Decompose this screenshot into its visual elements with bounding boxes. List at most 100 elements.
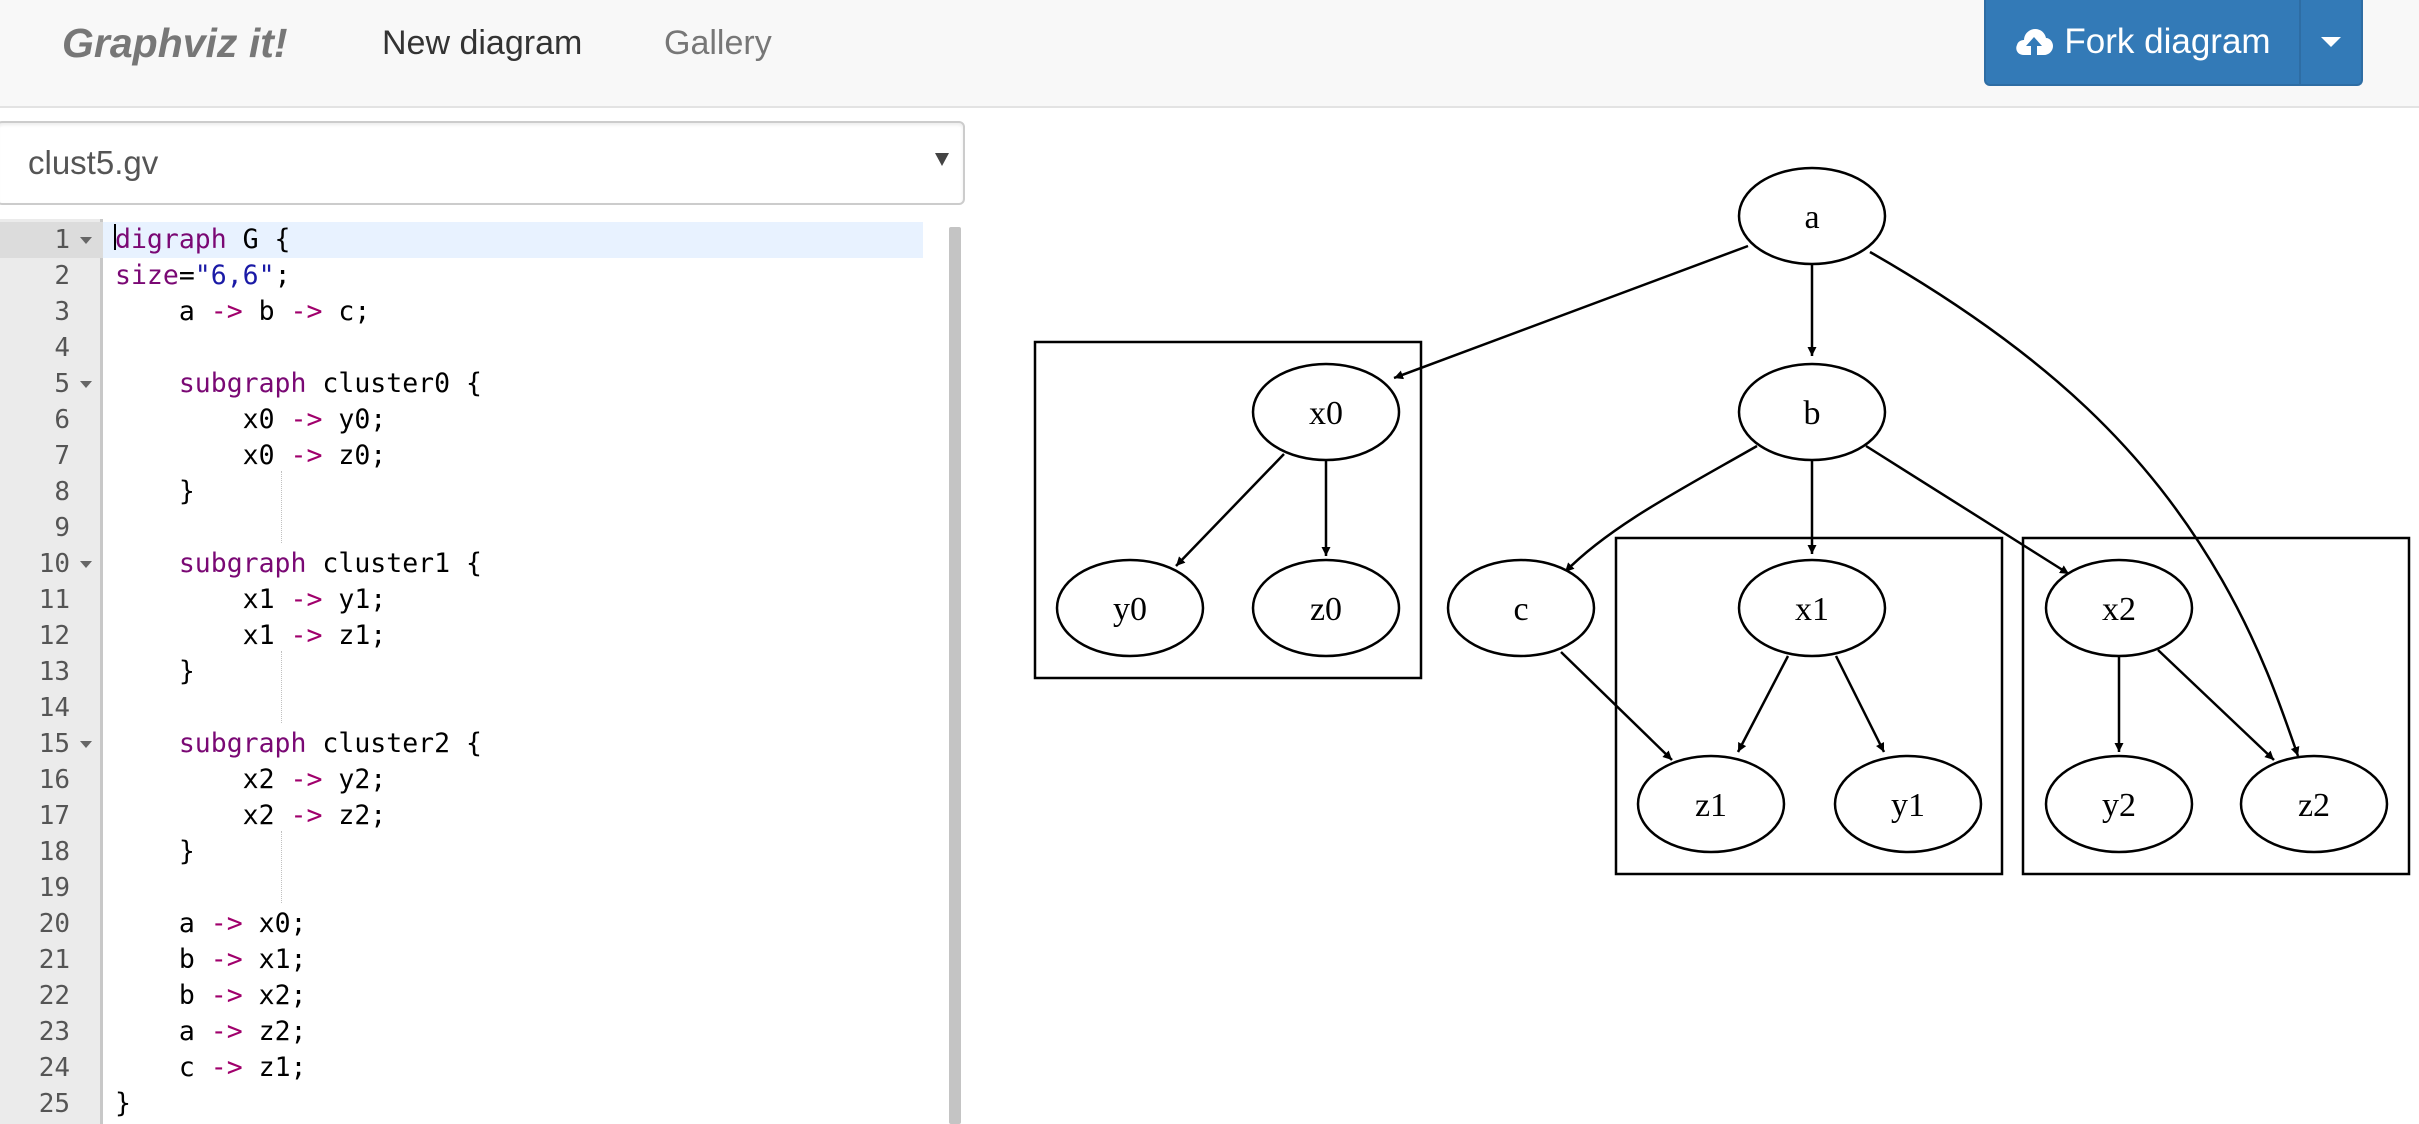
code-line[interactable]: } <box>115 836 195 867</box>
node-b-label: b <box>1804 395 1821 432</box>
edge-a-z2 <box>1869 250 2300 757</box>
line-number: 25 <box>38 1089 70 1119</box>
fold-toggle-icon[interactable] <box>80 741 92 748</box>
line-number: 11 <box>38 585 70 615</box>
node-b <box>1737 362 1887 462</box>
code-line[interactable]: x2 -> y2; <box>115 764 387 795</box>
edge-c-z1 <box>1560 651 1673 761</box>
code-line[interactable]: x1 -> z1; <box>115 620 387 651</box>
cluster-2 <box>2021 536 2411 876</box>
node-z2 <box>2239 754 2389 854</box>
node-x2 <box>2044 558 2194 658</box>
code-line[interactable]: b -> x2; <box>115 980 307 1011</box>
edge-x1-z1 <box>1736 655 1790 753</box>
fork-dropdown-toggle[interactable] <box>2299 0 2361 84</box>
line-number: 4 <box>54 333 70 363</box>
line-number: 20 <box>38 909 70 939</box>
line-number: 23 <box>38 1017 70 1047</box>
code-line[interactable]: x2 -> z2; <box>115 800 387 831</box>
node-x2-label: x2 <box>2102 591 2136 628</box>
line-number: 21 <box>38 945 70 975</box>
line-number: 18 <box>38 837 70 867</box>
node-a <box>1737 166 1887 266</box>
code-line[interactable]: subgraph cluster0 { <box>178 368 482 399</box>
code-line[interactable] <box>103 870 923 906</box>
cluster-0 <box>1033 340 1423 680</box>
code-line[interactable]: digraph G { <box>103 222 923 258</box>
node-x0 <box>1251 362 1401 462</box>
text-cursor <box>114 224 116 250</box>
code-line[interactable]: b -> x1; <box>115 944 307 975</box>
code-line[interactable]: subgraph cluster1 { <box>178 548 482 579</box>
edge-a-x0 <box>1393 244 1749 380</box>
node-z0-label: z0 <box>1310 591 1342 628</box>
code-line[interactable]: a -> z2; <box>115 1016 307 1047</box>
indent-guide <box>281 831 282 903</box>
code-line[interactable] <box>103 330 923 366</box>
line-number: 8 <box>54 477 70 507</box>
code-text-area[interactable]: digraph G {size="6,6"; a -> b -> c; subg… <box>103 219 923 1124</box>
fork-diagram-button[interactable]: Fork diagram <box>1986 0 2299 84</box>
fork-diagram-label: Fork diagram <box>2064 22 2271 61</box>
code-line[interactable]: subgraph cluster2 { <box>178 728 482 759</box>
editor-scrollbar[interactable] <box>949 227 961 1124</box>
line-number: 2 <box>54 261 70 291</box>
node-c-label: c <box>1513 591 1528 628</box>
code-line[interactable]: a -> b -> c; <box>115 296 371 327</box>
edge-b-c <box>1564 444 1758 573</box>
indent-guide <box>281 651 282 723</box>
node-x1-label: x1 <box>1795 591 1829 628</box>
example-file-select[interactable]: clust5.gv <box>0 121 965 205</box>
line-number: 19 <box>38 873 70 903</box>
node-z1-label: z1 <box>1695 787 1727 824</box>
edge-x1-y1 <box>1834 655 1886 753</box>
caret-down-icon <box>2321 37 2341 47</box>
brand-logo[interactable]: Graphviz it! <box>62 20 288 66</box>
node-y0-label: y0 <box>1113 591 1147 628</box>
node-y2-label: y2 <box>2102 787 2136 824</box>
line-number: 12 <box>38 621 70 651</box>
fold-toggle-icon[interactable] <box>80 237 92 244</box>
line-number: 7 <box>54 441 70 471</box>
fold-toggle-icon[interactable] <box>80 381 92 388</box>
edge-b-x2 <box>1865 444 2070 576</box>
line-number: 6 <box>54 405 70 435</box>
line-number: 16 <box>38 765 70 795</box>
line-number: 13 <box>38 657 70 687</box>
gallery-link[interactable]: Gallery <box>664 24 772 62</box>
node-y1 <box>1833 754 1983 854</box>
code-line[interactable]: x0 -> y0; <box>115 404 387 435</box>
code-line[interactable]: a -> x0; <box>115 908 307 939</box>
line-number: 14 <box>38 693 70 723</box>
code-line[interactable]: } <box>115 656 195 687</box>
node-z1 <box>1636 754 1786 854</box>
line-number: 10 <box>38 549 70 579</box>
node-y2 <box>2044 754 2194 854</box>
new-diagram-link[interactable]: New diagram <box>382 24 583 62</box>
code-line[interactable]: } <box>115 1088 131 1119</box>
code-line[interactable]: } <box>115 476 195 507</box>
line-number: 24 <box>38 1053 70 1083</box>
code-line[interactable]: x1 -> y1; <box>115 584 387 615</box>
node-z2-label: z2 <box>2298 787 2330 824</box>
line-number: 17 <box>38 801 70 831</box>
code-line[interactable] <box>103 690 923 726</box>
node-x1 <box>1737 558 1887 658</box>
code-line[interactable]: size="6,6"; <box>115 260 291 291</box>
dropdown-arrow-icon <box>935 153 949 166</box>
code-line[interactable]: x0 -> z0; <box>115 440 387 471</box>
node-y1-label: y1 <box>1891 787 1925 824</box>
fold-toggle-icon[interactable] <box>80 561 92 568</box>
line-number: 22 <box>38 981 70 1011</box>
node-z0 <box>1251 558 1401 658</box>
node-x0-label: x0 <box>1309 395 1343 432</box>
selected-file-name: clust5.gv <box>28 144 159 181</box>
node-a-label: a <box>1804 199 1819 236</box>
edge-x0-y0 <box>1175 453 1285 567</box>
indent-guide <box>281 471 282 543</box>
code-line[interactable]: c -> z1; <box>115 1052 307 1083</box>
node-y0 <box>1055 558 1205 658</box>
code-line[interactable] <box>103 510 923 546</box>
